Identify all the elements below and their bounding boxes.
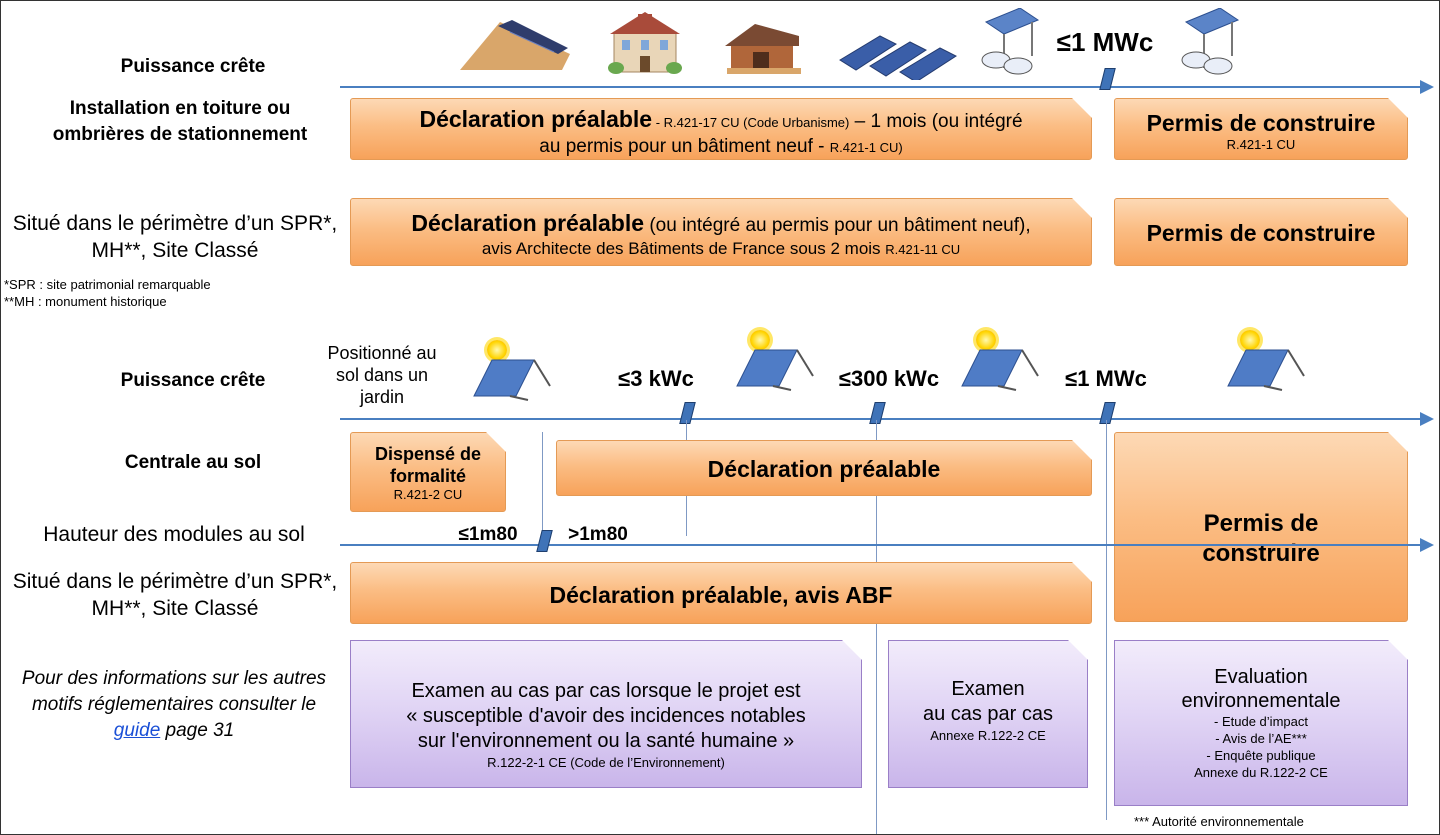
spr-footnote: *SPR : site patrimonial remarquable bbox=[4, 277, 211, 292]
roof-spr-declaration-box: Déclaration préalable (ou intégré au per… bbox=[350, 198, 1092, 266]
case-by-case-annex-ref: Annexe R.122-2 CE bbox=[930, 728, 1046, 743]
roof-panel-icon bbox=[460, 20, 570, 70]
roof-spr-label: Situé dans le périmètre d’un SPR*, MH**,… bbox=[12, 212, 338, 262]
height-axis-arrow bbox=[1420, 538, 1434, 552]
roof-permit-title: Permis de construire bbox=[1146, 110, 1376, 136]
roof-install-label: Installation en toiture ou ombrières de … bbox=[52, 98, 308, 145]
roof-declaration-text1: – 1 mois (ou intégré bbox=[849, 111, 1023, 132]
ground-panel-icon bbox=[473, 359, 551, 401]
env-evaluation-box: Evaluation environnementale - Etude d’im… bbox=[1114, 640, 1408, 806]
roof-spr-permit-box: Permis de construire bbox=[1114, 198, 1408, 266]
guide-link[interactable]: guide bbox=[113, 720, 161, 741]
roof-spr-declaration-text2: avis Architecte des Bâtiments de France … bbox=[481, 239, 886, 258]
ground-axis-arrow bbox=[1420, 412, 1434, 426]
garden-label: Positionné au sol dans un jardin bbox=[327, 343, 437, 407]
roof-declaration-title: Déclaration préalable bbox=[419, 106, 653, 132]
ground-permit-box: Permis de construire bbox=[1114, 432, 1408, 622]
height-gt-1m80: >1m80 bbox=[568, 524, 628, 545]
sun-icon bbox=[1240, 330, 1260, 350]
ground-spr-declaration-box: Déclaration préalable, avis ABF bbox=[350, 562, 1092, 624]
ground-panel-icon bbox=[961, 349, 1039, 391]
case-by-case-line2: « susceptible d'avoir des incidences not… bbox=[406, 705, 806, 727]
central-ground-label: Centrale au sol bbox=[124, 452, 262, 473]
ground-permit-title: Permis de construire bbox=[1202, 510, 1320, 567]
roof-declaration-ref1: - R.421-17 CU (Code Urbanisme) bbox=[652, 115, 850, 130]
ground-declaration-box: Déclaration préalable bbox=[556, 440, 1092, 496]
mh-footnote: **MH : monument historique bbox=[4, 294, 167, 309]
dispense-ref: R.421-2 CU bbox=[393, 487, 463, 502]
roof-permit-box: Permis de construire R.421-1 CU bbox=[1114, 98, 1408, 160]
info-text-intro: Pour des informations sur les autres mot… bbox=[21, 668, 327, 715]
rooftop-illustrations bbox=[460, 8, 1040, 80]
sun-icon bbox=[750, 330, 770, 350]
roof-peak-power-label: Puissance crête bbox=[120, 56, 266, 77]
case-by-case-annex-line2: au cas par cas bbox=[922, 703, 1054, 725]
sun-icon bbox=[976, 330, 996, 350]
env-evaluation-item2: - Avis de l’AE*** bbox=[1215, 731, 1307, 746]
case-by-case-annex-line1: Examen bbox=[951, 678, 1025, 700]
roof-spr-declaration-ref: R.421-11 CU bbox=[885, 242, 961, 257]
env-evaluation-title: Evaluation environnementale bbox=[1181, 666, 1341, 712]
ground-panel-icon bbox=[1227, 349, 1305, 391]
height-le-1m80: ≤1m80 bbox=[458, 524, 518, 545]
ground-panel-icon bbox=[736, 349, 814, 391]
case-by-case-ref: R.122-2-1 CE (Code de l’Environnement) bbox=[487, 755, 725, 770]
ground-peak-power-label: Puissance crête bbox=[120, 370, 266, 391]
roof-declaration-text2: au permis pour un bâtiment neuf - bbox=[539, 136, 830, 157]
guide-line-1mwc bbox=[1106, 420, 1107, 820]
carport-icon bbox=[981, 8, 1040, 75]
info-text: Pour des informations sur les autres mot… bbox=[14, 666, 334, 744]
module-height-label: Hauteur des modules au sol bbox=[43, 523, 305, 546]
manor-house-icon bbox=[608, 12, 682, 74]
dispense-title: Dispensé de formalité bbox=[374, 444, 482, 486]
roof-declaration-box: Déclaration préalable - R.421-17 CU (Cod… bbox=[350, 98, 1092, 160]
info-text-page: page 31 bbox=[160, 720, 235, 741]
sun-icon bbox=[487, 340, 507, 360]
case-by-case-line3: sur l'environnement ou la santé humaine … bbox=[417, 730, 795, 752]
case-by-case-line1: Examen au cas par cas lorsque le projet … bbox=[411, 680, 801, 702]
spr-footnotes: *SPR : site patrimonial remarquable **MH… bbox=[4, 276, 211, 310]
roof-axis-arrow bbox=[1420, 80, 1434, 94]
case-by-case-box: Examen au cas par cas lorsque le projet … bbox=[350, 640, 862, 788]
ground-spr-declaration-title: Déclaration préalable, avis ABF bbox=[549, 582, 893, 608]
roof-spr-declaration-title: Déclaration préalable bbox=[411, 210, 645, 236]
guide-line-300kwc bbox=[876, 420, 877, 834]
height-axis bbox=[340, 544, 1422, 546]
threshold-300kwc: ≤300 kWc bbox=[838, 366, 940, 391]
threshold-1mwc: ≤1 MWc bbox=[1065, 366, 1147, 391]
barn-icon bbox=[725, 24, 801, 74]
env-evaluation-item3: - Enquête publique bbox=[1206, 748, 1316, 763]
roof-permit-ref: R.421-1 CU bbox=[1226, 137, 1296, 152]
roof-power-axis bbox=[340, 86, 1422, 88]
roof-declaration-ref2: R.421-1 CU) bbox=[829, 140, 903, 155]
env-evaluation-ref: Annexe du R.122-2 CE bbox=[1194, 765, 1328, 780]
solar-field-icon bbox=[839, 35, 958, 80]
carport-icon-right bbox=[1181, 8, 1240, 75]
threshold-3kwc: ≤3 kWc bbox=[618, 366, 694, 391]
roof-threshold-1mwc: ≤1 MWc bbox=[1056, 27, 1154, 57]
case-by-case-annex-box: Examen au cas par cas Annexe R.122-2 CE bbox=[888, 640, 1088, 788]
guide-line-1m80 bbox=[542, 432, 543, 542]
ae-footnote: *** Autorité environnementale bbox=[1134, 814, 1304, 829]
dispense-box: Dispensé de formalité R.421-2 CU bbox=[350, 432, 506, 512]
roof-spr-permit-title: Permis de construire bbox=[1146, 220, 1376, 246]
env-evaluation-item1: - Etude d’impact bbox=[1214, 714, 1308, 729]
ground-declaration-title: Déclaration préalable bbox=[707, 456, 941, 482]
roof-spr-declaration-text1: (ou intégré au permis pour un bâtiment n… bbox=[644, 215, 1031, 236]
ground-spr-label: Situé dans le périmètre d’un SPR*, MH**,… bbox=[12, 570, 338, 620]
